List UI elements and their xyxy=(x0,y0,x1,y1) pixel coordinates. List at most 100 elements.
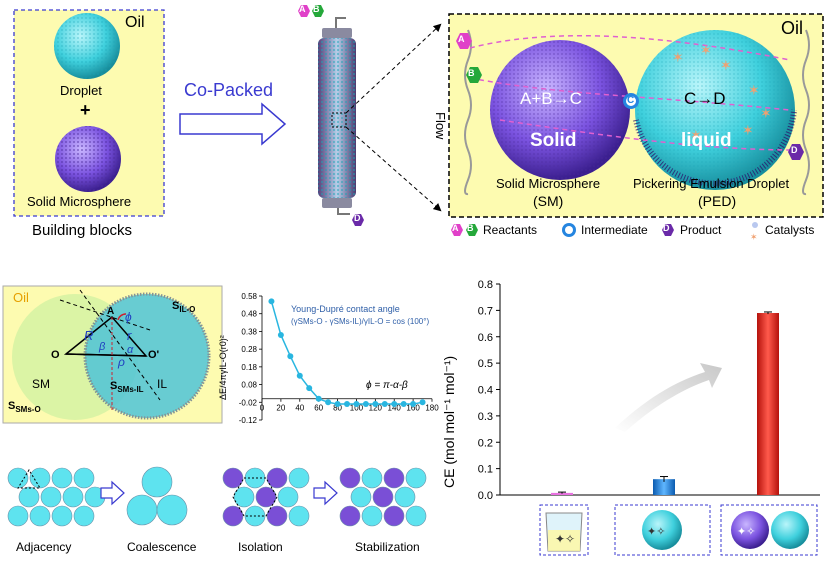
svg-text:✶: ✶ xyxy=(750,232,758,242)
energy-curve-point xyxy=(296,372,303,379)
svg-text:✶: ✶ xyxy=(742,122,754,138)
co-packed-arrow xyxy=(179,102,287,146)
droplet xyxy=(405,505,427,527)
legend-a-letter: A xyxy=(452,223,459,233)
solid-microsphere xyxy=(255,486,277,508)
ce-bar xyxy=(551,492,573,495)
legend-icon-d xyxy=(662,224,674,236)
packing-isolation xyxy=(222,467,310,527)
badge-a-zoom xyxy=(456,33,472,49)
co-packed-label: Co-Packed xyxy=(184,80,274,100)
coalesced-droplet xyxy=(141,466,173,498)
label-stabilization: Stabilization xyxy=(355,540,420,554)
adjacency-triangle xyxy=(17,469,41,489)
ce-y-tick-label: 0.5 xyxy=(478,358,493,370)
droplet xyxy=(361,467,383,489)
sm-abbr: (SM) xyxy=(533,193,564,209)
badge-d-column-label: D xyxy=(354,213,361,223)
ce-y-label: CE (mol mol⁻¹ mol⁻¹) xyxy=(441,355,457,488)
droplet xyxy=(40,486,62,508)
legend-catalysts: Catalysts xyxy=(765,223,815,237)
energy-curve-point xyxy=(315,395,322,402)
geo-O: O xyxy=(51,349,60,361)
ce-bar xyxy=(757,313,779,495)
droplet xyxy=(394,486,416,508)
legend-icon-b xyxy=(466,224,478,236)
bb-droplet-label: Droplet xyxy=(60,83,102,98)
svg-text:✶: ✶ xyxy=(690,127,702,143)
catalyst-stars: ✶ ✶ ✶ ✶ ✶ ✶ ✶ xyxy=(672,42,772,143)
energy-curve-point xyxy=(306,385,313,392)
energy-y-tick-label: 0.18 xyxy=(241,363,257,372)
legend-d-letter: D xyxy=(663,223,670,233)
energy-curve-point xyxy=(400,401,407,408)
badge-a-zoom-label: A xyxy=(458,34,465,44)
label-coalescence: Coalescence xyxy=(127,540,197,554)
svg-text:✶: ✶ xyxy=(720,57,732,73)
droplet xyxy=(51,505,73,527)
legend-icon-c xyxy=(562,223,576,237)
solid-microsphere xyxy=(339,467,361,489)
liquid-label: liquid xyxy=(681,130,732,151)
droplet xyxy=(288,467,310,489)
bb-oil-label: Oil xyxy=(125,14,145,31)
energy-x-tick-label: 140 xyxy=(388,404,402,413)
energy-curve-point xyxy=(381,401,388,408)
energy-x-tick-label: 0 xyxy=(260,404,265,413)
energy-curve-point xyxy=(391,401,398,408)
energy-y-tick-label: 0.58 xyxy=(241,292,257,301)
reaction-solid: A+B→C xyxy=(520,89,582,108)
geo-il-label: IL xyxy=(157,377,168,391)
zoom-square xyxy=(331,112,347,128)
energy-y-tick-label: 0.48 xyxy=(241,310,257,319)
energy-y-tick-label: 0.28 xyxy=(241,345,257,354)
bb-solid-microsphere-label: Solid Microsphere xyxy=(27,194,132,209)
solid-inset-icon xyxy=(731,511,769,549)
geo-r: r xyxy=(127,328,132,343)
badge-d-zoom-label: D xyxy=(791,145,798,155)
droplet xyxy=(73,505,95,527)
energy-x-tick-label: 40 xyxy=(295,404,304,413)
energy-x-tick-label: 180 xyxy=(425,404,439,413)
badge-c-zoom xyxy=(623,93,639,109)
column-cap-top xyxy=(322,28,352,38)
solid-microsphere xyxy=(383,467,405,489)
packing-stabilization xyxy=(339,467,427,527)
droplet xyxy=(233,486,255,508)
ce-y-tick-label: 0.2 xyxy=(478,437,493,449)
ce-y-tick-label: 0.0 xyxy=(478,490,493,502)
trend-arrow xyxy=(615,363,722,432)
badge-b-column-label: B xyxy=(313,4,320,14)
geo-alpha: α xyxy=(127,344,134,356)
droplet xyxy=(29,467,51,489)
inset-box-batch xyxy=(539,504,589,556)
legend-b-letter: B xyxy=(467,223,474,233)
geo-s-sms-o-sub: SMs-O xyxy=(15,405,41,415)
droplet xyxy=(361,505,383,527)
energy-x-tick-label: 100 xyxy=(350,404,364,413)
flow-label: Flow xyxy=(433,112,448,140)
coalesced-droplet xyxy=(126,494,158,526)
bb-caption: Building blocks xyxy=(32,222,133,239)
solid-label: Solid xyxy=(530,130,577,151)
svg-text:✶: ✶ xyxy=(760,105,772,121)
solid-microsphere xyxy=(383,505,405,527)
energy-curve-point xyxy=(419,399,426,406)
isolation-hexagon xyxy=(232,477,278,517)
geo-O-prime: O' xyxy=(148,349,160,361)
badge-d-column xyxy=(352,214,364,226)
arrow-isolation-stabilization xyxy=(313,480,338,506)
droplet xyxy=(277,486,299,508)
ce-y-tick-label: 0.6 xyxy=(478,332,493,344)
geo-s-il-o: SIL-O xyxy=(172,300,196,315)
energy-x-tick-label: 120 xyxy=(369,404,383,413)
geo-R: R xyxy=(84,328,94,343)
legend-icon-a xyxy=(451,224,463,236)
energy-x-tick-label: 160 xyxy=(406,404,420,413)
flow-line-right xyxy=(802,29,810,196)
badge-d-zoom xyxy=(788,144,804,160)
badge-c-zoom-label: C xyxy=(627,95,635,106)
badge-b-zoom xyxy=(466,67,482,83)
energy-y-tick-label: 0.38 xyxy=(241,327,257,336)
